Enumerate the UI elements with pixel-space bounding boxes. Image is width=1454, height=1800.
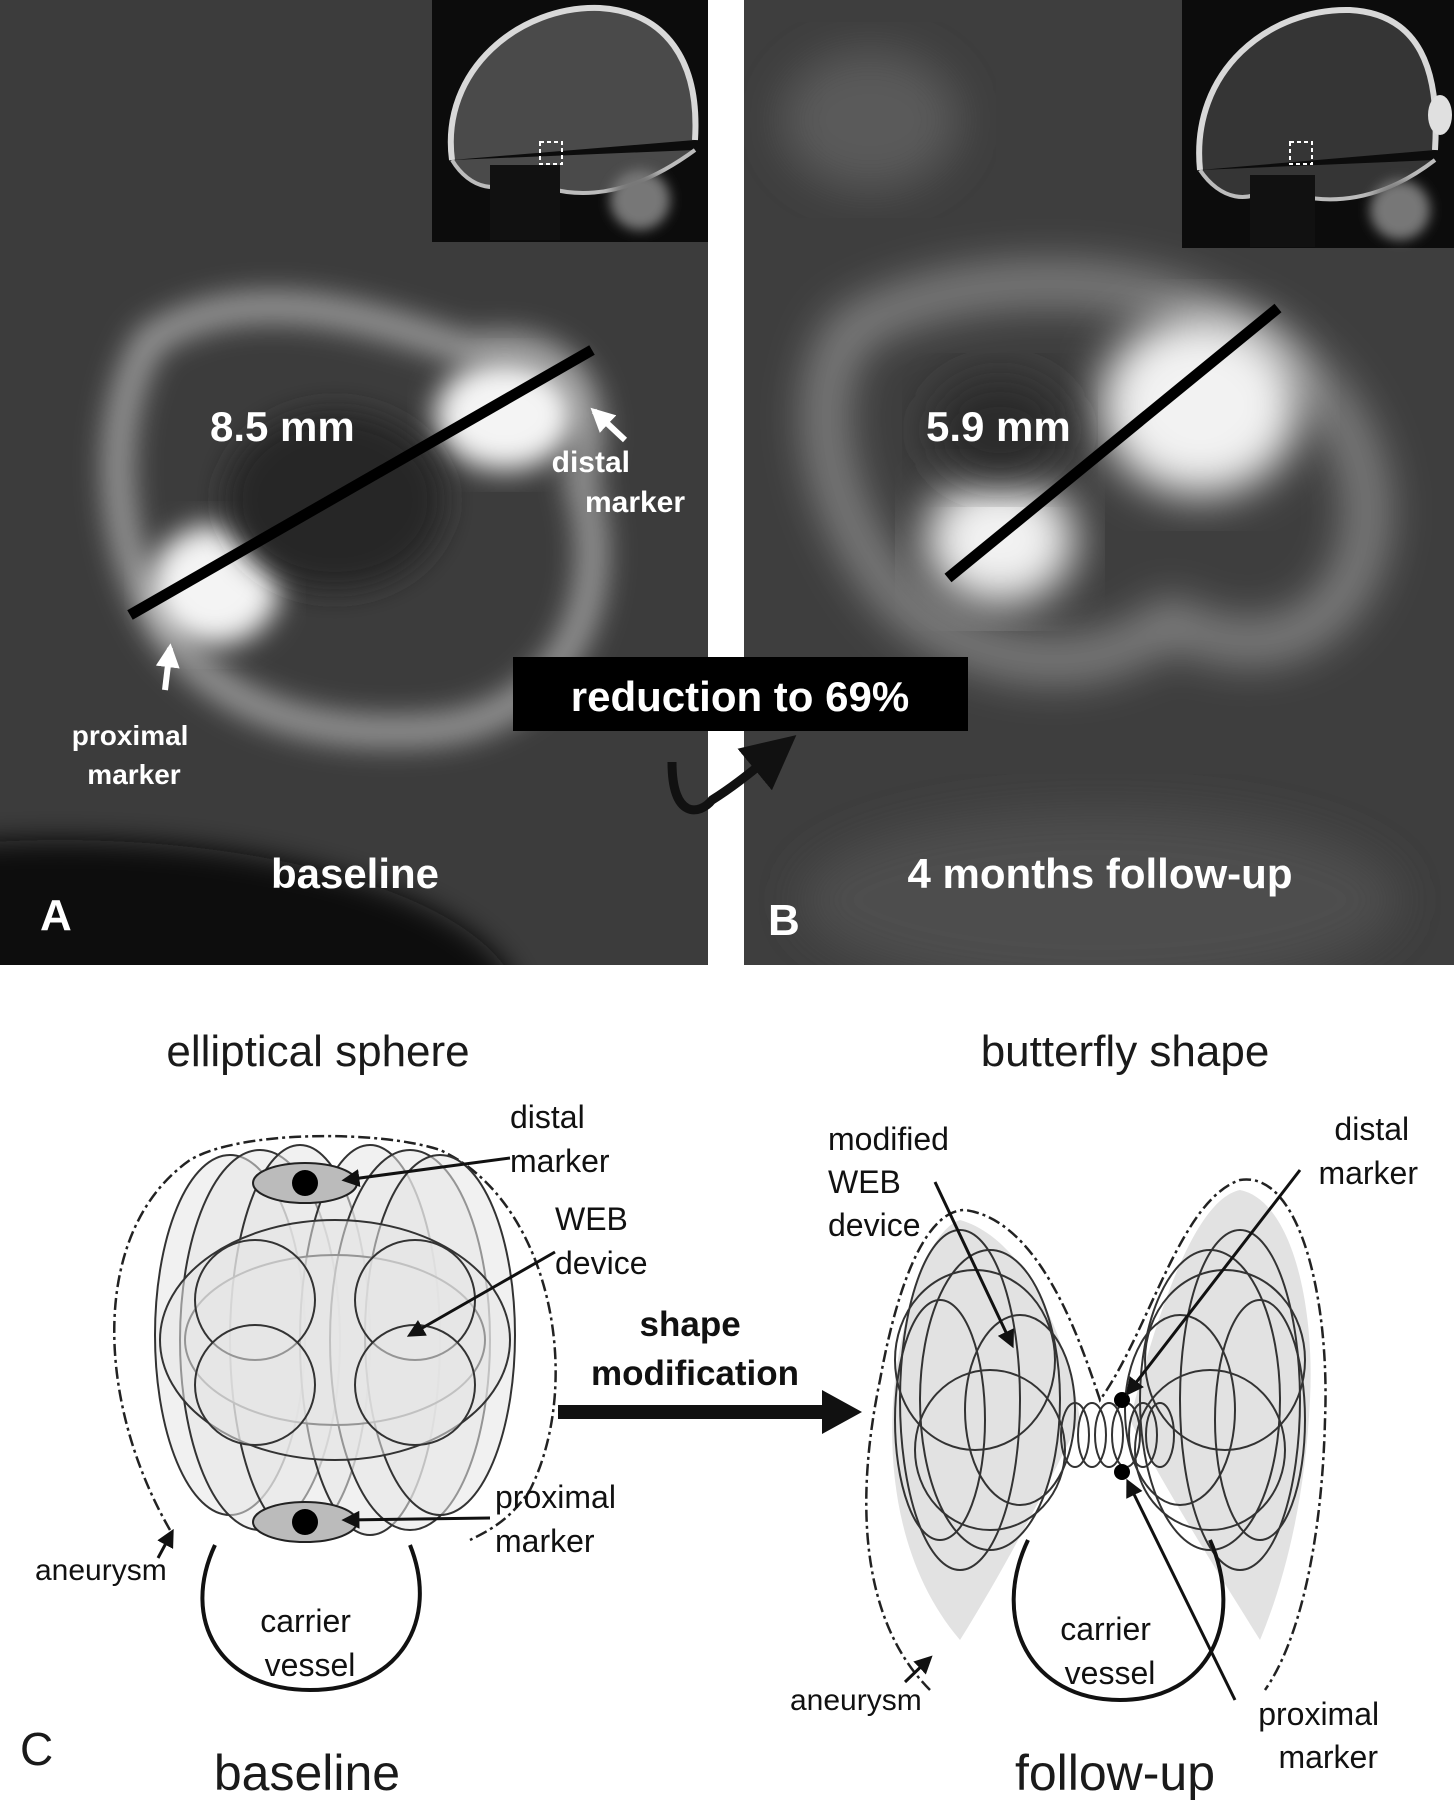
left-carrier-vessel [200, 1544, 422, 1693]
panel-a-bone-shadow [0, 840, 504, 965]
panel-a-inset-ct [432, 0, 708, 242]
right-proximal-marker-dot [1114, 1464, 1130, 1480]
panel-a-proximal-arrow [155, 643, 180, 691]
panel-b-measure-line [944, 303, 1282, 583]
panel-c-left-caption: baseline [214, 1745, 400, 1800]
right-aneurysm-arrow [903, 1655, 933, 1684]
panel-b-measurement: 5.9 mm [926, 403, 1071, 450]
panel-a-measurement: 8.5 mm [210, 403, 355, 450]
right-proximal-marker-arrow [1126, 1478, 1237, 1701]
shape-modification-label: shape modification [591, 1305, 799, 1393]
right-carrier-vessel-label: carrier vessel [1060, 1611, 1160, 1691]
left-aneurysm-label: aneurysm [35, 1554, 167, 1587]
panel-c-left-title: elliptical sphere [166, 1027, 469, 1076]
left-proximal-marker-arrow [341, 1510, 491, 1529]
right-proximal-marker-label: proximal marker [1258, 1696, 1388, 1775]
left-distal-marker-arrow [341, 1156, 511, 1188]
reduction-label: reduction to 69% [571, 673, 909, 720]
elliptical-web-device [113, 1134, 557, 1693]
left-distal-marker-label: distal marker [510, 1099, 610, 1179]
panel-divider [708, 0, 744, 965]
right-aneurysm-outline [865, 1178, 1327, 1691]
left-web-device-arrow [406, 1250, 556, 1337]
panel-a-letter: A [40, 891, 72, 940]
panel-a: 8.5 mm distal marker proximal marker bas… [0, 0, 708, 965]
right-aneurysm-label: aneurysm [790, 1684, 922, 1717]
right-distal-marker-label: distal marker [1318, 1111, 1418, 1191]
panel-c-letter: C [20, 1723, 53, 1775]
panel-c-right-title: butterfly shape [981, 1027, 1270, 1076]
panel-a-proximal-marker-label: proximal marker [72, 720, 196, 790]
right-carrier-vessel [1011, 1539, 1226, 1703]
left-distal-marker-dot [292, 1170, 318, 1196]
left-carrier-vessel-label: carrier vessel [260, 1603, 360, 1683]
right-distal-marker-arrow [1125, 1169, 1302, 1396]
panel-c: elliptical sphere butterfly shape [20, 1027, 1418, 1800]
panel-b-caption: 4 months follow-up [908, 850, 1293, 897]
reduction-curved-arrow [667, 735, 797, 815]
butterfly-web-device [865, 1178, 1327, 1703]
left-proximal-marker-dot [292, 1509, 318, 1535]
left-proximal-marker-label: proximal marker [495, 1479, 625, 1559]
panel-b-letter: B [768, 896, 800, 945]
panel-b: 5.9 mm 4 months follow-up B [744, 0, 1454, 965]
panel-a-caption: baseline [271, 850, 439, 897]
panel-c-right-caption: follow-up [1015, 1745, 1215, 1800]
left-web-device-label: WEB device [555, 1201, 648, 1281]
panel-a-distal-marker-label: distal marker [552, 446, 686, 519]
left-aneurysm-arrow [156, 1528, 174, 1559]
reduction-callout: reduction to 69% [513, 657, 968, 815]
right-modified-web-arrow [933, 1181, 1014, 1349]
reduction-label-box [513, 657, 968, 731]
shape-modification-arrow [558, 1390, 862, 1434]
panel-a-distal-arrow [590, 407, 628, 443]
right-modified-web-label: modified WEB device [828, 1121, 958, 1243]
left-aneurysm-outline [113, 1134, 557, 1542]
panel-b-inset-ct [1182, 0, 1454, 248]
right-distal-marker-dot [1114, 1392, 1130, 1408]
panel-a-measure-line [127, 345, 595, 620]
